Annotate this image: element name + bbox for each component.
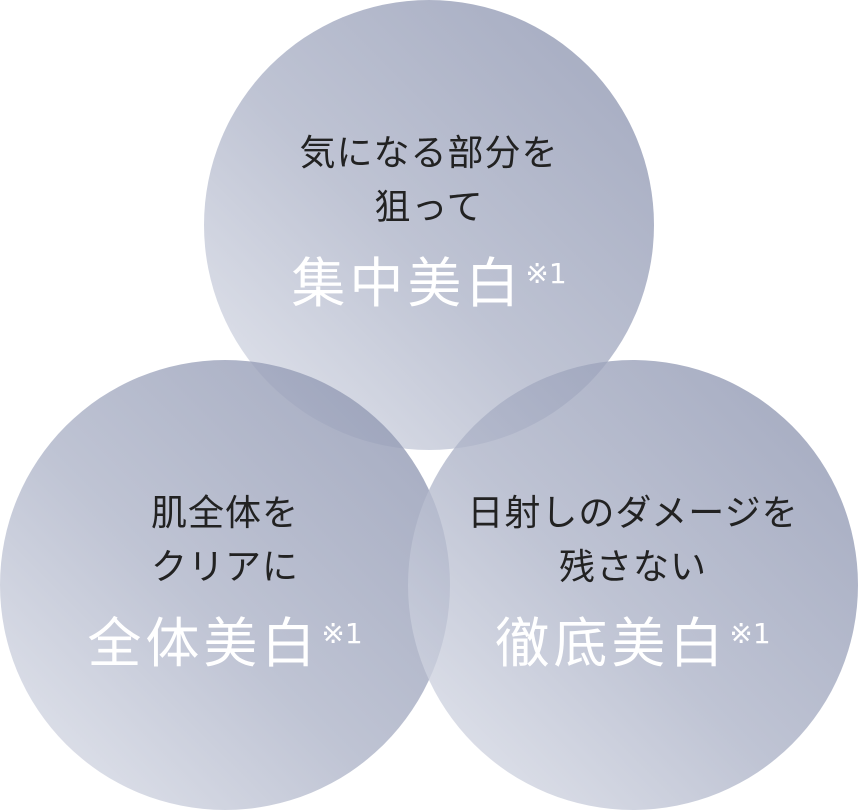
circle-left: [0, 360, 450, 810]
top-subtitle-line1: 気になる部分を: [299, 133, 559, 174]
left-title: 全体美白※1: [25, 609, 425, 679]
left-title-text: 全体美白: [87, 612, 320, 675]
label-left: 肌全体を クリアに 全体美白※1: [25, 487, 425, 679]
right-title: 徹底美白※1: [433, 609, 833, 679]
right-subtitle-line1: 日射しのダメージを: [467, 493, 799, 534]
left-subtitle-line2: クリアに: [150, 547, 299, 588]
circle-right: [408, 360, 858, 810]
right-subtitle-line2: 残さない: [558, 547, 707, 588]
left-subtitle-line1: 肌全体を: [150, 493, 299, 534]
top-title-text: 集中美白: [291, 252, 524, 315]
right-title-text: 徹底美白: [495, 612, 728, 675]
label-right: 日射しのダメージを 残さない 徹底美白※1: [433, 487, 833, 679]
top-title-note: ※1: [525, 257, 567, 290]
top-subtitle-line2: 狙って: [374, 187, 484, 228]
right-title-note: ※1: [729, 617, 771, 650]
top-title: 集中美白※1: [229, 249, 629, 319]
left-title-note: ※1: [321, 617, 363, 650]
label-top: 気になる部分を 狙って 集中美白※1: [229, 127, 629, 319]
